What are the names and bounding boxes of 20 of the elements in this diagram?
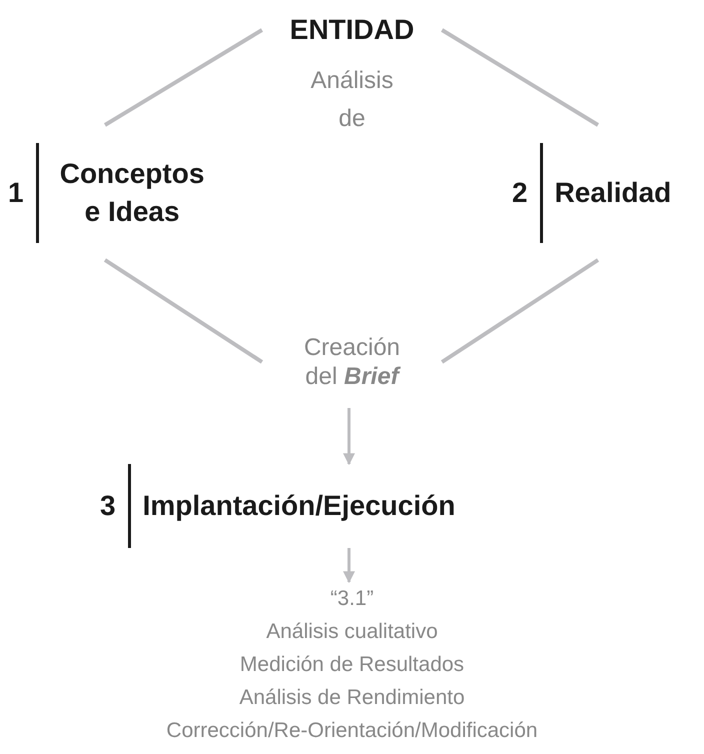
arrow	[343, 408, 355, 466]
step-number: 1	[8, 176, 25, 210]
step-title: Realidad	[554, 176, 672, 210]
connector-line	[440, 258, 600, 364]
list-line: “3.1”	[330, 586, 374, 612]
note-text: Análisis de	[310, 66, 394, 134]
list-line: Análisis cualitativo	[266, 619, 438, 645]
arrow	[343, 548, 355, 584]
step-number: 3	[100, 489, 117, 523]
list-line: Medición de Resultados	[240, 652, 464, 678]
step-title: Conceptos e Ideas	[58, 156, 206, 228]
connector-line	[440, 28, 600, 127]
entity-heading: ENTIDAD	[290, 13, 414, 47]
connector-line	[104, 28, 264, 127]
step-number: 2	[512, 176, 529, 210]
process-text: Creación del Brief	[302, 333, 402, 391]
list-line: Análisis de Rendimiento	[239, 685, 465, 711]
list-line: Corrección/Re-Orientación/Modificación	[166, 718, 538, 744]
step-title: Implantación/Ejecución	[142, 489, 456, 523]
connector-line	[104, 258, 264, 364]
